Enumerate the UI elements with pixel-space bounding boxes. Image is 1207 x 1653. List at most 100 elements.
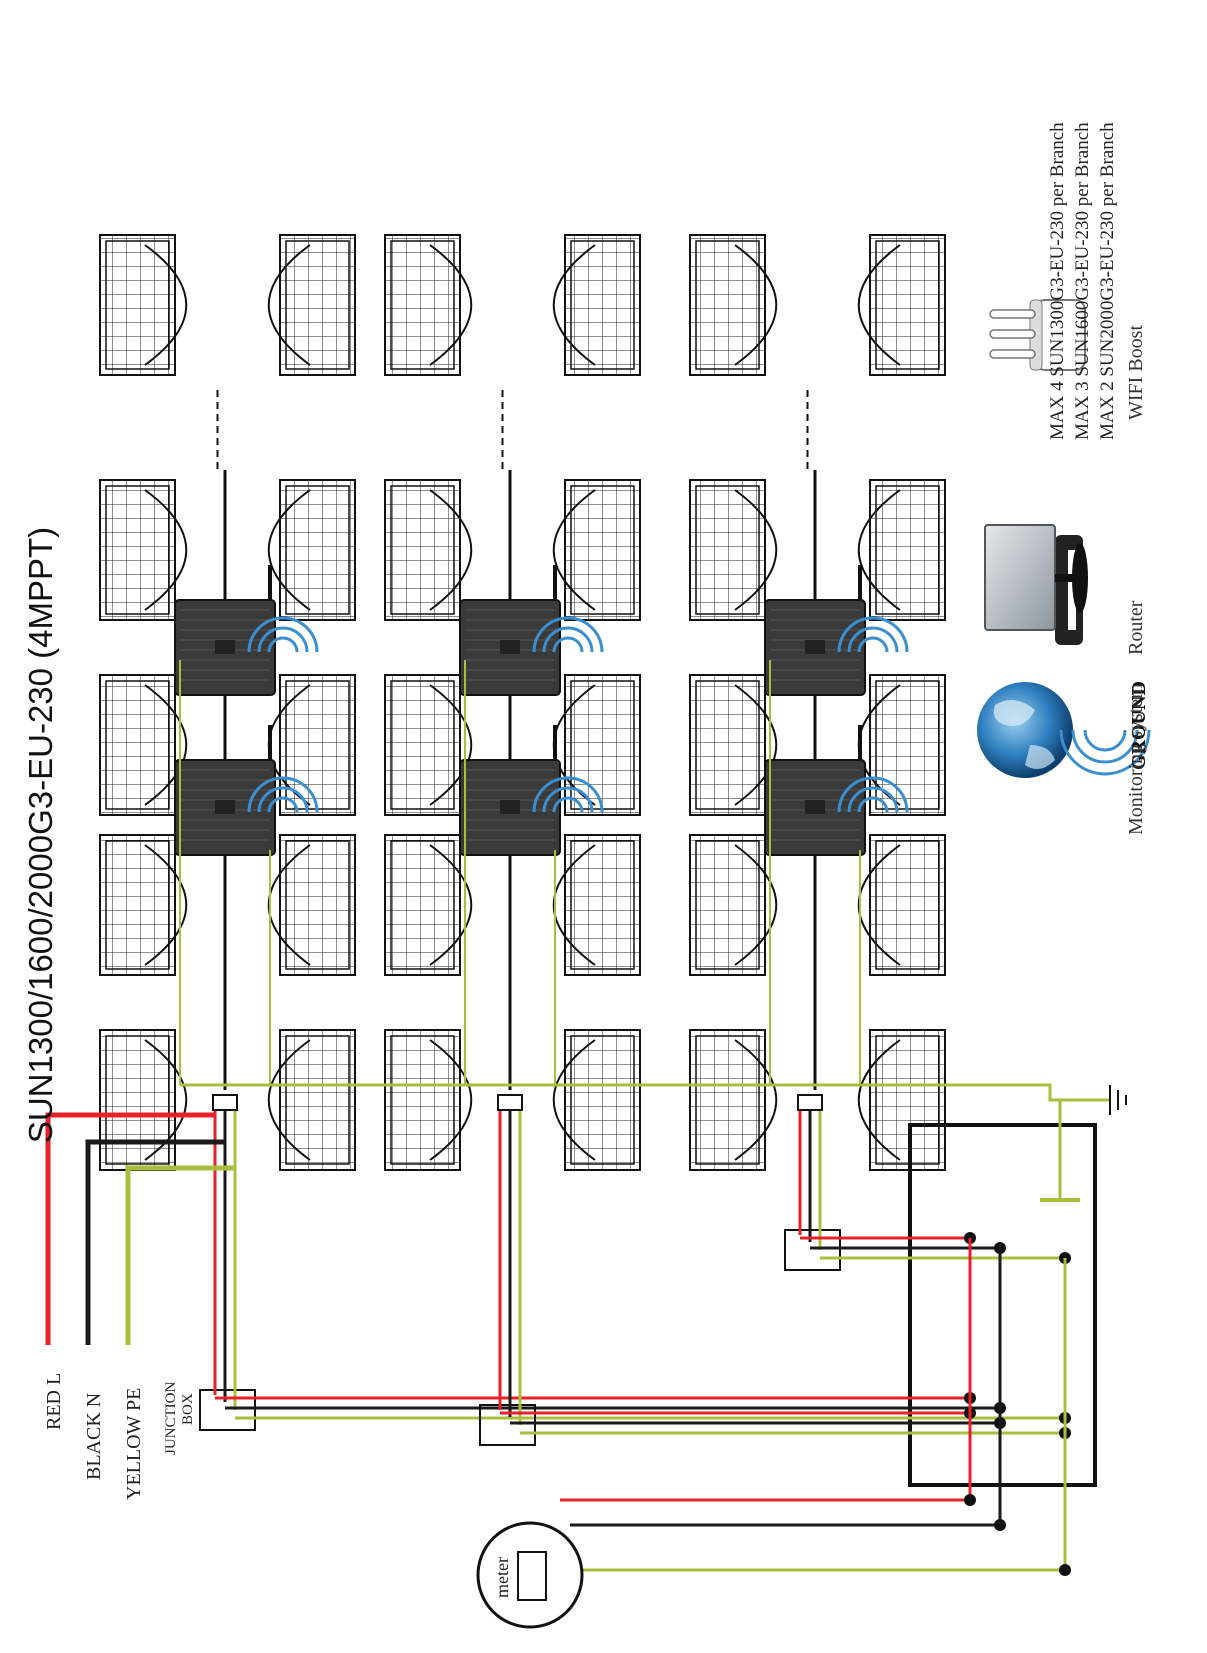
solar-panel — [564, 1029, 641, 1171]
solar-panel — [869, 1029, 946, 1171]
solar-panel — [99, 479, 176, 621]
solar-panel — [99, 234, 176, 376]
panel-cable — [857, 1039, 901, 1161]
panel-cable — [144, 489, 188, 611]
solar-panel — [689, 834, 766, 976]
solar-panel — [384, 674, 461, 816]
microinverter — [174, 725, 319, 856]
wire-node — [994, 1519, 1006, 1531]
panel-cable — [552, 1039, 596, 1161]
solar-panel — [869, 834, 946, 976]
distribution-box — [908, 1123, 1097, 1487]
wifi-signal-icon — [542, 626, 594, 653]
legend-box: BOX — [180, 1393, 196, 1425]
microinverter — [764, 725, 909, 856]
junction-branch — [199, 1094, 1071, 1431]
wire-node — [964, 1494, 976, 1506]
legend-black-n: BLACK N — [83, 1393, 105, 1480]
wifi-signal-icon — [857, 636, 889, 653]
panel-cable — [144, 844, 188, 966]
panel-cable — [144, 684, 188, 806]
solar-panel — [279, 674, 356, 816]
wifi-signal-icon — [247, 616, 319, 653]
solar-panel — [279, 834, 356, 976]
junction-branch — [784, 1094, 1071, 1271]
wifi-signal-icon — [267, 636, 299, 653]
legend-line-yellow — [125, 1165, 235, 1345]
panel-cable — [144, 1039, 188, 1161]
wifi-signal-icon — [257, 786, 309, 813]
panel-cable — [429, 489, 473, 611]
panel-cable — [552, 244, 596, 366]
solar-panel — [99, 1029, 176, 1171]
panel-cable — [734, 684, 778, 806]
panel-cable — [429, 684, 473, 806]
panel-cable — [857, 489, 901, 611]
wifi-signal-icon — [847, 626, 899, 653]
wifi-signal-icon — [542, 786, 594, 813]
wifi-signal-icon — [837, 616, 909, 653]
wifi-signal-icon — [1083, 729, 1127, 752]
solar-panel — [564, 834, 641, 976]
max-note-3: MAX 2 SUN2000G3-EU-230 per Branch — [1097, 122, 1118, 440]
panel-cable — [429, 844, 473, 966]
solar-panel — [384, 834, 461, 976]
microinverter-group — [174, 470, 909, 1090]
wifi-boost-label: WIFI Boost — [1125, 325, 1147, 420]
monitoring-devices — [977, 299, 1151, 778]
ground-label: GROUND — [1128, 681, 1150, 770]
wifi-signal-icon — [1071, 729, 1139, 764]
panel-cable — [734, 489, 778, 611]
panel-cable — [429, 1039, 473, 1161]
panel-cable — [734, 844, 778, 966]
max-note-1: MAX 4 SUN1300G3-EU-230 per Branch — [1047, 122, 1068, 440]
wifi-signal-icon — [847, 786, 899, 813]
router-label: Router — [1125, 600, 1147, 655]
monitoring-label: Monitoring system — [1125, 683, 1147, 835]
solar-panel — [564, 674, 641, 816]
legend-junction: JUNCTION — [163, 1382, 179, 1455]
solar-panel — [279, 1029, 356, 1171]
solar-panel-array — [99, 234, 946, 1171]
panel-cable — [857, 844, 901, 966]
wifi-signal-icon — [1059, 729, 1151, 776]
panel-cable — [734, 1039, 778, 1161]
solar-panel — [564, 234, 641, 376]
wifi-signal-icon — [257, 626, 309, 653]
panel-cable — [267, 1039, 311, 1161]
solar-panel — [279, 234, 356, 376]
panel-cable — [552, 489, 596, 611]
ac-wiring — [45, 660, 1127, 1576]
panel-cable — [552, 844, 596, 966]
wifi-signal-icon — [552, 636, 584, 653]
microinverter — [459, 565, 604, 696]
legend-yellow-pe: YELLOW PE — [123, 1388, 145, 1500]
solar-panel — [384, 1029, 461, 1171]
solar-panel — [384, 479, 461, 621]
panel-cable — [734, 244, 778, 366]
solar-panel — [99, 834, 176, 976]
legend-line-red — [45, 1112, 215, 1345]
meter: meter — [476, 1521, 584, 1629]
solar-panel — [869, 234, 946, 376]
solar-panel — [279, 479, 356, 621]
wifi-boost-icon — [989, 299, 1086, 371]
wifi-signal-icon — [532, 776, 604, 813]
solar-panel — [869, 674, 946, 816]
panel-cable — [267, 244, 311, 366]
solar-panel — [689, 1029, 766, 1171]
ground-bus — [180, 1083, 1110, 1102]
diagram-title: SUN1300/1600/2000G3-EU-230 (4MPPT) — [22, 527, 59, 1143]
globe-icon — [977, 682, 1073, 778]
microinverter — [459, 725, 604, 856]
wire-node — [1059, 1564, 1071, 1576]
wifi-signal-icon — [247, 776, 319, 813]
panel-cable — [857, 244, 901, 366]
solar-panel — [99, 674, 176, 816]
panel-cable — [429, 244, 473, 366]
microinverter — [174, 565, 319, 696]
wifi-signal-icon — [857, 796, 889, 813]
legend-line-black — [85, 1139, 225, 1345]
wifi-signal-icon — [552, 796, 584, 813]
